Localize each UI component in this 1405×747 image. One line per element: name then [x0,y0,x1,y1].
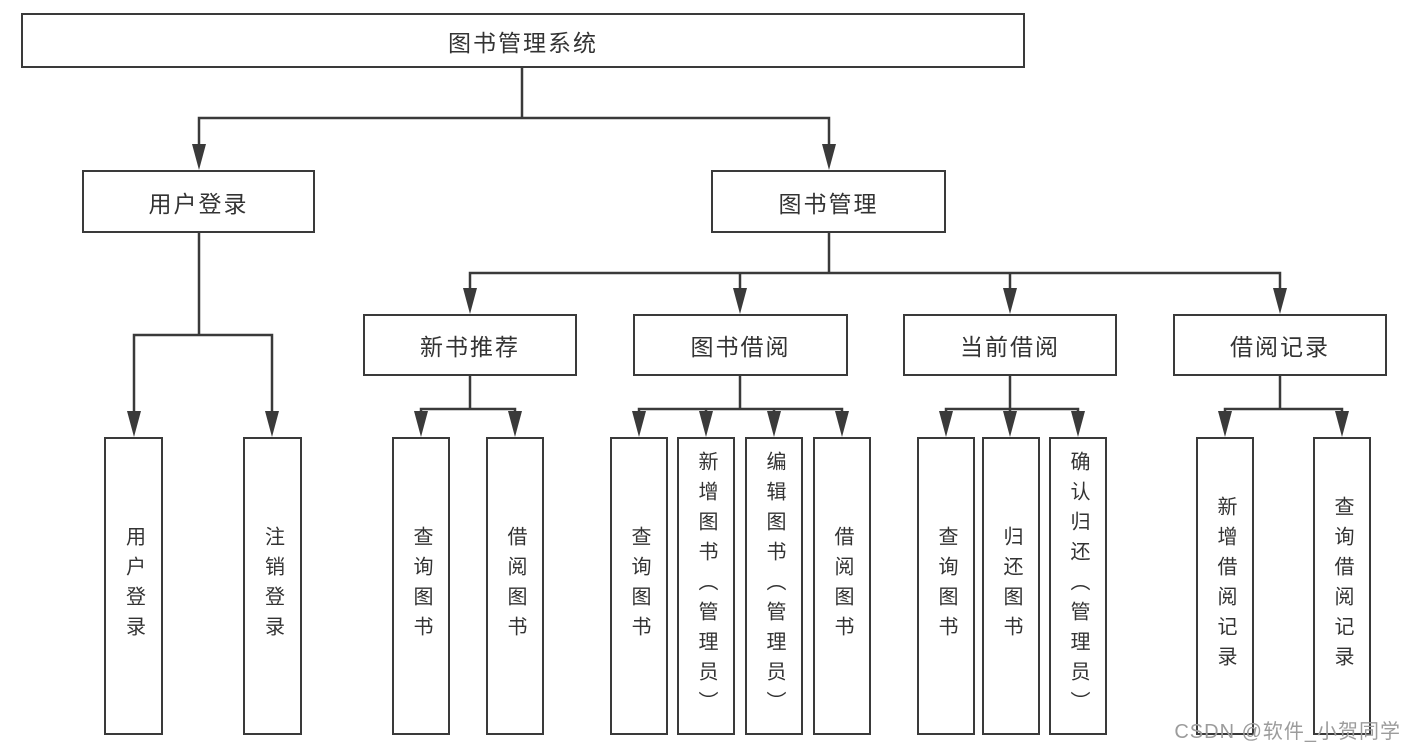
connector-new-book-split [419,374,517,415]
connector-book-borrow-split [637,374,844,415]
arrow-down-icon [127,411,141,437]
user-login-leaf-label: 用户登录 [122,526,145,646]
root-node: 图书管理系统 [21,13,1025,68]
arrow-down-icon [733,288,747,314]
arrow-down-icon [192,144,206,170]
arrow-down-icon [632,411,646,437]
arrow-down-icon [699,411,713,437]
new-book-recommend-node: 新书推荐 [363,314,577,376]
book-management-node-label: 图书管理 [778,190,879,217]
arrow-down-icon [1071,411,1085,437]
logout-leaf: 注销登录 [243,437,302,735]
borrow-records-label: 借阅记录 [1230,334,1330,360]
query-borrow-record-leaf: 查询借阅记录 [1313,437,1371,735]
arrowheads [127,144,1349,437]
edit-books-admin-leaf-label: 编辑图书（管理员） [763,451,785,721]
user-login-node: 用户登录 [82,170,315,233]
new-book-recommend-label: 新书推荐 [420,334,520,360]
arrow-down-icon [463,288,477,314]
book-management-node: 图书管理 [711,170,946,233]
arrow-down-icon [1273,288,1287,314]
borrow-books-leaf-1-label: 借阅图书 [504,526,526,646]
user-login-node-label: 用户登录 [148,190,249,217]
add-borrow-record-leaf-label: 新增借阅记录 [1214,496,1236,676]
query-books-leaf-1: 查询图书 [392,437,450,735]
csdn-watermark: CSDN @软件_小贺同学 [1174,721,1401,743]
query-borrow-record-leaf-label: 查询借阅记录 [1331,496,1353,676]
arrow-down-icon [1003,288,1017,314]
current-borrow-label: 当前借阅 [960,334,1060,360]
connector-root-split [197,66,831,148]
book-borrow-node: 图书借阅 [633,314,848,376]
arrow-down-icon [822,144,836,170]
query-books-leaf-2: 查询图书 [610,437,668,735]
query-books-leaf-2-label: 查询图书 [628,526,650,646]
borrow-books-leaf-1: 借阅图书 [486,437,544,735]
connector-borrow-records-split [1223,374,1344,415]
confirm-return-admin-leaf: 确认归还（管理员） [1049,437,1107,735]
connector-current-borrow-split [944,374,1080,415]
arrow-down-icon [1218,411,1232,437]
edit-books-admin-leaf: 编辑图书（管理员） [745,437,803,735]
borrow-books-leaf-2: 借阅图书 [813,437,871,735]
add-books-admin-leaf: 新增图书（管理员） [677,437,735,735]
confirm-return-admin-leaf-label: 确认归还（管理员） [1067,451,1089,721]
current-borrow-node: 当前借阅 [903,314,1117,376]
connector-book-mgmt-split [468,231,1282,292]
root-node-label: 图书管理系统 [448,29,598,56]
add-books-admin-leaf-label: 新增图书（管理员） [695,451,717,721]
add-borrow-record-leaf: 新增借阅记录 [1196,437,1254,735]
connector-user-login-split [132,231,274,415]
user-login-leaf: 用户登录 [104,437,163,735]
arrow-down-icon [939,411,953,437]
borrow-records-node: 借阅记录 [1173,314,1387,376]
return-books-leaf-label: 归还图书 [1000,526,1022,646]
query-books-leaf-3-label: 查询图书 [935,526,957,646]
arrow-down-icon [767,411,781,437]
return-books-leaf: 归还图书 [982,437,1040,735]
logout-leaf-label: 注销登录 [261,526,284,646]
arrow-down-icon [414,411,428,437]
arrow-down-icon [508,411,522,437]
arrow-down-icon [835,411,849,437]
arrow-down-icon [265,411,279,437]
query-books-leaf-3: 查询图书 [917,437,975,735]
book-borrow-label: 图书借阅 [690,334,791,360]
arrow-down-icon [1335,411,1349,437]
borrow-books-leaf-2-label: 借阅图书 [831,526,853,646]
query-books-leaf-1-label: 查询图书 [410,526,432,646]
arrow-down-icon [1003,411,1017,437]
